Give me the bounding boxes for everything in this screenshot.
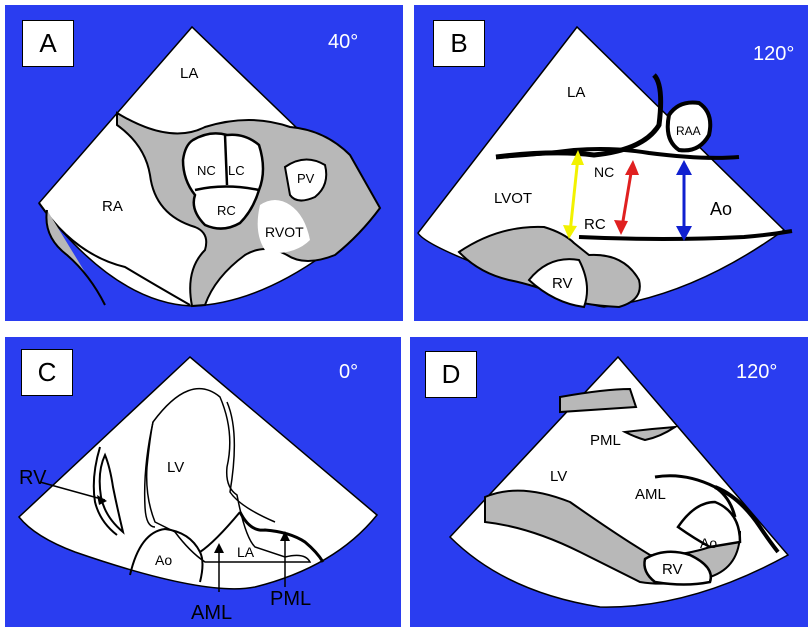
red-arrow	[620, 166, 634, 228]
ao-wall-upper	[714, 485, 780, 554]
panel-c: RV LV Ao LA AML PML C 0°	[5, 337, 401, 627]
label-pml: PML	[590, 432, 621, 449]
label-la: LA	[567, 84, 585, 101]
ra-wall	[38, 202, 191, 306]
blue-arrow-head-top	[676, 160, 692, 175]
panel-c-diagram: RV LV Ao LA AML PML	[17, 355, 379, 624]
label-rvot: RVOT	[265, 224, 304, 240]
rv-pointer-head	[97, 495, 107, 505]
label-rv: RV	[19, 467, 47, 489]
label-la: LA	[180, 65, 198, 82]
panel-b: LA RAA NC LVOT RC Ao RV B 120°	[414, 5, 808, 321]
rv-septal-border	[92, 446, 118, 536]
panel-angle: 0°	[339, 361, 359, 383]
panel-b-diagram: LA RAA NC LVOT RC Ao RV	[417, 25, 793, 309]
ao-chamber	[129, 527, 204, 583]
panel-d: PML LV AML Ao RV D 120°	[410, 337, 808, 627]
echo-sector	[17, 355, 379, 590]
ao-chamber	[676, 500, 742, 549]
lv-left-wall	[143, 421, 156, 528]
lv-outline	[145, 388, 312, 563]
label-nc: NC	[197, 163, 216, 178]
label-pv: PV	[297, 171, 315, 186]
panel-angle: 40°	[328, 31, 359, 53]
label-ao: Ao	[700, 535, 717, 551]
ra-septum-left	[45, 209, 106, 306]
rv-pointer	[39, 481, 106, 501]
label-lc: LC	[228, 163, 245, 178]
label-ra: RA	[102, 198, 123, 215]
aml-leaflet	[199, 511, 241, 553]
panel-d-diagram: PML LV AML Ao RV	[448, 355, 790, 608]
label-ao: Ao	[710, 199, 732, 219]
rvot-chamber	[257, 200, 310, 254]
panel-a-diagram: LA RA NC LC RC PV RVOT	[38, 25, 382, 308]
yellow-arrow	[568, 156, 580, 234]
yellow-arrow-head-top	[571, 150, 584, 165]
upper-aortic-wall	[495, 147, 740, 160]
panel-letter: D	[425, 351, 477, 398]
yellow-arrow-head-bottom	[563, 225, 577, 239]
label-pml: PML	[270, 588, 311, 610]
label-ao: Ao	[155, 552, 172, 568]
label-lv: LV	[167, 459, 184, 476]
la-wall	[238, 511, 325, 563]
pulmonary-valve	[283, 158, 328, 202]
red-arrow-head-top	[625, 160, 639, 175]
label-lvot: LVOT	[494, 190, 532, 207]
label-la: LA	[237, 544, 255, 560]
raa-outline	[665, 100, 713, 153]
label-rv: RV	[552, 275, 573, 292]
label-nc: NC	[594, 164, 614, 180]
aml-pointer-head	[214, 543, 224, 553]
blue-arrow-head-bottom	[676, 226, 692, 241]
aortic-cusps	[181, 132, 265, 230]
cusp-divider-2	[194, 185, 260, 192]
label-rv: RV	[662, 561, 683, 578]
panel-angle: 120°	[736, 361, 778, 383]
panel-angle: 120°	[753, 43, 795, 65]
label-rc: RC	[584, 216, 606, 233]
rv-chamber	[527, 258, 589, 309]
rv-chamber	[98, 452, 125, 535]
label-rc: RC	[217, 203, 236, 218]
label-aml: AML	[191, 602, 232, 624]
rv-chamber	[643, 550, 713, 586]
lv-right-wall	[226, 401, 276, 523]
pml-leaflet	[621, 425, 679, 442]
cusp-divider-1	[223, 134, 229, 186]
upper-tissue-band	[559, 387, 638, 414]
lower-aortic-wall	[578, 229, 793, 241]
red-arrow-head-bottom	[614, 220, 628, 235]
panel-letter: B	[433, 20, 485, 67]
panel-letter: C	[21, 349, 73, 396]
pml-pointer-head	[280, 531, 290, 541]
label-lv: LV	[550, 468, 567, 485]
panel-a: LA RA NC LC RC PV RVOT A 40°	[5, 5, 403, 321]
label-raa: RAA	[676, 124, 701, 138]
panel-letter: A	[22, 20, 74, 67]
label-aml: AML	[635, 486, 666, 503]
